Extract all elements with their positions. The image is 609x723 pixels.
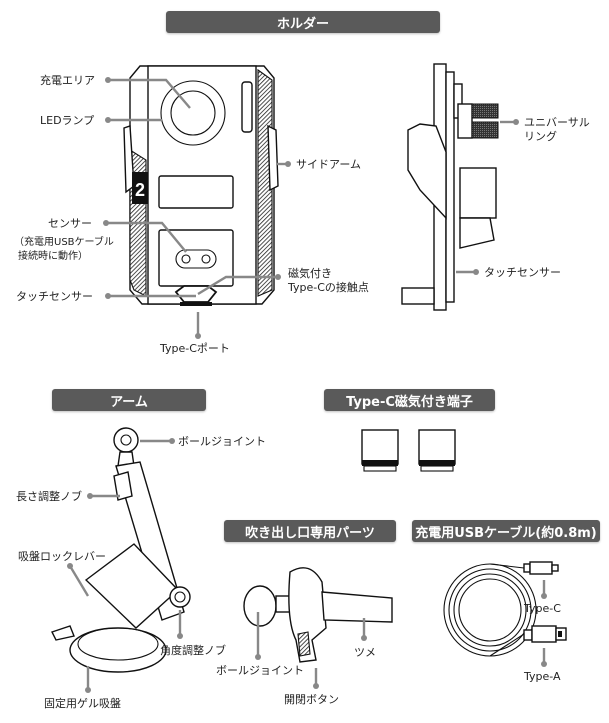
- label-magnetic-contact-1: 磁気付き: [288, 267, 332, 280]
- section-title: 充電用USBケーブル(約0.8m): [415, 525, 597, 541]
- number-badge: [132, 172, 148, 204]
- arm-illustration: [51, 427, 191, 693]
- section-title: ホルダー: [276, 16, 329, 32]
- section-header-arm: アーム: [52, 389, 206, 411]
- usb-cable-illustration: [443, 561, 567, 667]
- label-ball-joint-arm: ボールジョイント: [178, 435, 266, 448]
- label-type-a: Type-A: [524, 670, 561, 683]
- label-type-c-port: Type-Cポート: [160, 342, 230, 355]
- label-length-knob: 長さ調整ノブ: [16, 490, 82, 503]
- label-charging-area: 充電エリア: [40, 74, 95, 87]
- label-release-button: 開閉ボタン: [284, 693, 339, 706]
- magnetic-tips-illustration: [361, 429, 456, 472]
- label-universal-ring-2: リング: [524, 130, 557, 143]
- label-claw: ツメ: [354, 646, 376, 659]
- section-header-holder: ホルダー: [166, 11, 440, 33]
- label-universal-ring-1: ユニバーサル: [524, 116, 590, 129]
- label-angle-knob: 角度調整ノブ: [160, 644, 226, 657]
- section-title: アーム: [110, 394, 148, 410]
- section-title: Type-C磁気付き端子: [346, 394, 473, 410]
- label-sensor: センサー: [48, 217, 92, 230]
- label-type-c: Type-C: [524, 602, 561, 615]
- section-header-vent-parts: 吹き出し口専用パーツ: [224, 520, 396, 542]
- section-title: 吹き出し口専用パーツ: [245, 525, 375, 541]
- holder-front-illustration: 2: [103, 65, 291, 339]
- label-suction-lock-lever: 吸盤ロックレバー: [18, 550, 106, 563]
- label-ball-joint-vent: ボールジョイント: [216, 664, 304, 677]
- vent-clip-illustration: [243, 567, 393, 689]
- label-led-lamp: LEDランプ: [40, 114, 95, 127]
- label-gel-suction: 固定用ゲル吸盤: [44, 697, 121, 710]
- badge-number: 2: [135, 180, 145, 200]
- label-touch-sensor-front: タッチセンサー: [16, 290, 93, 303]
- section-header-magnetic-tip: Type-C磁気付き端子: [324, 389, 495, 411]
- label-sensor-note-2: 接続時に動作）: [18, 251, 88, 262]
- label-magnetic-contact-2: Type-Cの接触点: [288, 281, 369, 294]
- label-side-arm: サイドアーム: [296, 158, 362, 171]
- holder-side-illustration: [401, 63, 519, 311]
- label-touch-sensor-side: タッチセンサー: [484, 266, 561, 279]
- section-header-usb-cable: 充電用USBケーブル(約0.8m): [412, 520, 600, 542]
- label-sensor-note-1: （充電用USBケーブル: [14, 237, 114, 248]
